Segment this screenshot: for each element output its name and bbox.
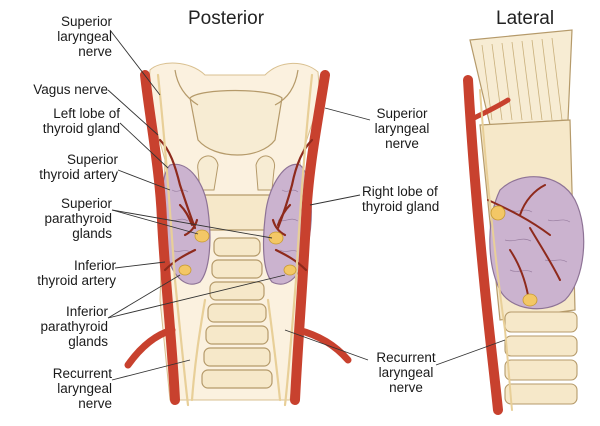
left-superior-parathyroid (195, 230, 209, 242)
leader-superior-laryngeal-left (110, 30, 160, 95)
lateral-heading: Lateral (496, 8, 554, 30)
leader-inferior-thyroid-artery (115, 262, 165, 268)
lateral-superior-parathyroid (491, 206, 505, 220)
label-superior-laryngeal-nerve-right: Superior laryngeal nerve (360, 106, 444, 151)
lateral-inferior-parathyroid (523, 294, 537, 306)
label-superior-laryngeal-nerve-left: Superior laryngeal nerve (20, 14, 112, 59)
label-left-lobe-thyroid: Left lobe of thyroid gland (10, 106, 120, 136)
right-subclavian-branch (298, 330, 348, 360)
label-right-lobe-thyroid: Right lobe of thyroid gland (362, 184, 462, 214)
label-inferior-thyroid-artery: Inferior thyroid artery (6, 258, 116, 288)
label-superior-parathyroid-glands: Superior parathyroid glands (6, 196, 112, 241)
posterior-heading: Posterior (188, 8, 264, 30)
lateral-thyroid-lobe (490, 177, 584, 309)
lateral-trachea (505, 312, 577, 404)
label-recurrent-laryngeal-nerve-left: Recurrent laryngeal nerve (6, 366, 112, 411)
upper-cartilage (190, 91, 282, 156)
label-vagus-nerve: Vagus nerve (10, 82, 108, 97)
left-inferior-parathyroid (179, 265, 191, 275)
right-inferior-parathyroid (284, 265, 296, 275)
lateral-view (468, 30, 584, 410)
label-inferior-parathyroid-glands: Inferior parathyroid glands (6, 304, 108, 349)
leader-right-lobe (310, 195, 360, 205)
label-superior-thyroid-artery: Superior thyroid artery (6, 152, 118, 182)
posterior-view (128, 63, 348, 405)
arytenoid-right (256, 156, 275, 190)
label-recurrent-laryngeal-nerve-right: Recurrent laryngeal nerve (364, 350, 448, 395)
